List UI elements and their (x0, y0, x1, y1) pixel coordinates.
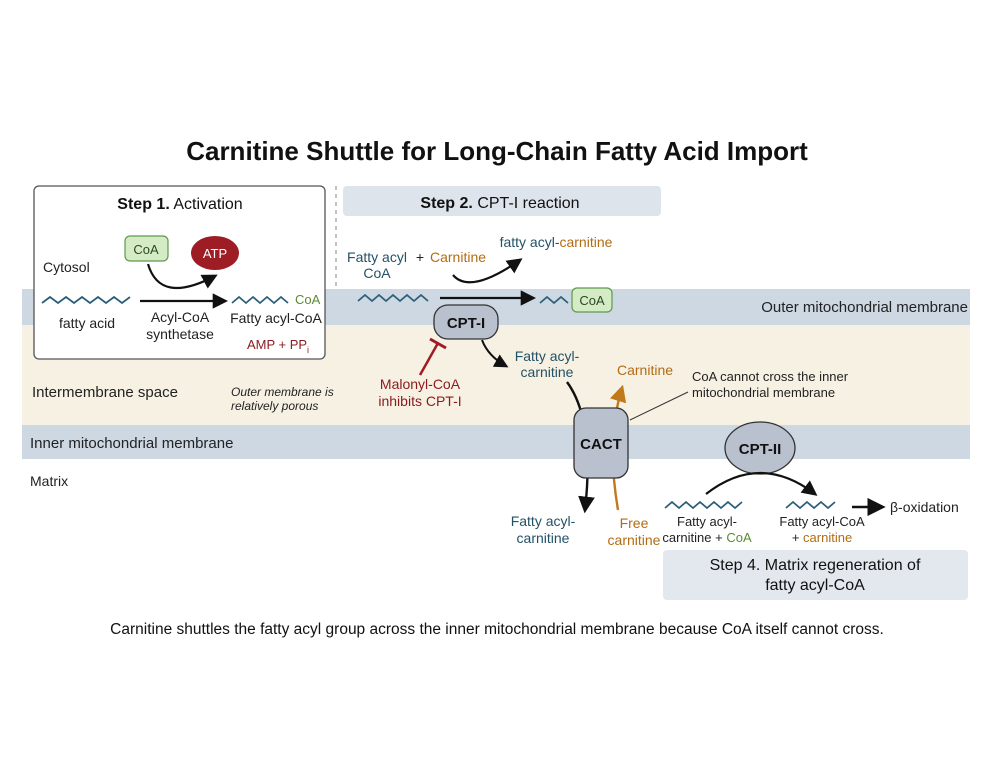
cpt2-substrate-line1: Fatty acyl- (677, 514, 737, 529)
cpt2-product-line2: + carnitine (792, 530, 852, 545)
cpt1-label: CPT-I (447, 315, 485, 332)
malonyl-coa-line1: Malonyl-CoA (380, 376, 461, 392)
step1-title: Step 1. Activation (117, 196, 242, 213)
porous-note-line1: Outer membrane is (231, 385, 334, 399)
enzyme-label-line2: synthetase (146, 326, 214, 342)
fatty-acyl-carnitine-product: fatty acyl-carnitine (500, 234, 613, 250)
step4-title-line1: Step 4. Matrix regeneration of (710, 557, 921, 574)
free-carnitine-line1: Free (620, 515, 649, 531)
cpt2-substrate-line2: carnitine + CoA (662, 530, 752, 545)
coa-note-pointer (629, 391, 689, 421)
malonyl-coa-line2: inhibits CPT-I (378, 393, 461, 409)
step4-box (663, 550, 968, 600)
diagram-title: Carnitine Shuttle for Long-Chain Fatty A… (186, 136, 808, 166)
atp-label: ATP (203, 246, 227, 261)
acylcarnitine-chain-matrix-icon (664, 500, 743, 510)
step1-box (33, 185, 326, 360)
fatty-acyl-coa-chain-icon (231, 295, 289, 305)
outer-membrane-label: Outer mitochondrial membrane (761, 299, 968, 316)
cact-transporter (573, 407, 629, 479)
acylcarnitine-matrix-line2: carnitine (517, 530, 570, 546)
fatty-acyl-coa-reactant-line2: CoA (363, 265, 391, 281)
beta-oxidation-label: β-oxidation (890, 499, 959, 515)
carnitine-reactant: Carnitine (430, 249, 486, 265)
coa-bubble-step1 (124, 235, 169, 262)
acylcarnitine-ims-line1: Fatty acyl- (515, 348, 580, 364)
amp-ppi-label: AMP + PPi (247, 337, 309, 355)
diagram-caption: Carnitine shuttles the fatty acyl group … (110, 621, 884, 638)
step2-header-box (343, 186, 661, 216)
matrix-label: Matrix (30, 473, 68, 489)
inner-membrane-band (22, 425, 970, 459)
cpt2-label: CPT-II (739, 441, 782, 458)
cpt1-output-arrow (481, 339, 509, 368)
carnitine-out-label: Carnitine (617, 362, 673, 378)
acylcarnitine-ims-line2: carnitine (521, 364, 574, 380)
intermembrane-space-label: Intermembrane space (32, 384, 178, 401)
porous-note-line2: relatively porous (231, 399, 318, 413)
inhibition-line (418, 342, 440, 376)
coa-note-line2: mitochondrial membrane (692, 385, 835, 400)
acylcarnitine-matrix-line1: Fatty acyl- (511, 513, 576, 529)
enzyme-label-line1: Acyl-CoA (151, 309, 210, 325)
activation-arrow-curve (146, 263, 218, 290)
fatty-acyl-coa-label: Fatty acyl-CoA (230, 310, 322, 326)
cpt1-enzyme (433, 304, 499, 340)
cact-label: CACT (580, 436, 622, 453)
coa-note-line1: CoA cannot cross the inner (692, 369, 849, 384)
coa-label-step1: CoA (133, 242, 159, 257)
fatty-acid-chain-icon (41, 295, 131, 305)
cpt2-product-line1: Fatty acyl-CoA (779, 514, 865, 529)
step2-title: Step 2. CPT-I reaction (420, 195, 579, 212)
cpt2-reaction-arrow (705, 471, 818, 496)
step4-title-line2: fatty acyl-CoA (765, 577, 865, 594)
free-carnitine-line2: carnitine (608, 532, 661, 548)
acyl-chain-outer-right-icon (539, 295, 569, 305)
inner-membrane-label: Inner mitochondrial membrane (30, 435, 233, 452)
fatty-acyl-coa-reactant-line1: Fatty acyl (347, 249, 407, 265)
atp-circle (191, 236, 239, 270)
plus-sign: + (416, 249, 424, 265)
inhibition-bar (429, 337, 447, 350)
coa-bubble-step2 (571, 287, 613, 313)
acyl-chain-outer-left-icon (357, 293, 429, 303)
cytosol-label: Cytosol (43, 259, 90, 275)
acyl-coa-chain-matrix-icon (785, 500, 836, 510)
fatty-acid-label: fatty acid (59, 315, 115, 331)
product-coa-label: CoA (295, 292, 321, 307)
cpt1-product-arrow (452, 258, 523, 284)
coa-release-label: CoA (579, 293, 605, 308)
